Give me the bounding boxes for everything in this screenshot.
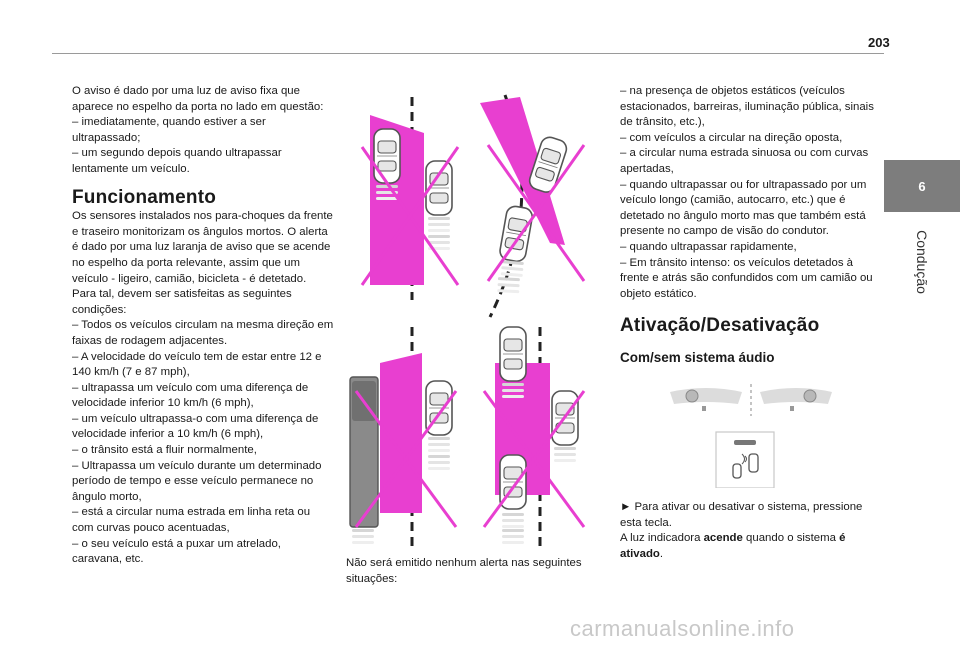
section-heading-funcionamento: Funcionamento xyxy=(72,186,217,208)
scenario-long-vehicle xyxy=(349,327,458,547)
indicator-bold-acende: acende xyxy=(703,532,743,545)
indicator-prefix: A luz indicadora xyxy=(620,532,704,545)
intro-item: – imediatamente, quando estiver a ser ul… xyxy=(72,116,266,144)
page-number: 203 xyxy=(868,35,890,50)
no-alert-situations-illustration xyxy=(349,94,586,547)
condition-item: – um veículo ultrapassa-o com uma difere… xyxy=(72,412,319,441)
dashboard-button-illustration xyxy=(670,384,832,488)
watermark: carmanualsonline.info xyxy=(570,616,795,641)
intro-item: – um segundo depois quando ultrapassar l… xyxy=(72,147,282,175)
chapter-tab[interactable]: 6 xyxy=(884,160,960,212)
indicator-text: A luz indicadora acende quando o sistema… xyxy=(620,531,882,562)
dashboard-left-icon xyxy=(670,388,742,411)
right-column: – na presença de objetos estáticos (veíc… xyxy=(620,84,882,366)
exception-item: – Em trânsito intenso: os veículos detet… xyxy=(620,256,873,300)
exception-item: – a circular numa estrada sinuosa ou com… xyxy=(620,147,869,175)
condition-item: – ultrapassa um veículo com uma diferenç… xyxy=(72,381,309,410)
exception-item: – na presença de objetos estáticos (veíc… xyxy=(620,85,874,129)
exception-item: – com veículos a circular na direção opo… xyxy=(620,131,843,144)
activation-instructions: ► Para ativar ou desativar o sistema, pr… xyxy=(620,500,882,562)
paragraph: Para tal, devem ser satisfeitas as segui… xyxy=(72,288,292,316)
subheading-audio: Com/sem sistema áudio xyxy=(620,349,775,365)
chapter-title-vertical: Condução xyxy=(884,212,960,312)
scenario-fast-overtaking xyxy=(482,326,586,547)
condition-item: – Todos os veículos circulam na mesma di… xyxy=(72,319,334,347)
blind-spot-button-icon xyxy=(715,431,775,488)
condition-item: – A velocidade do veículo tem de estar e… xyxy=(72,350,322,379)
indicator-suffix: . xyxy=(659,547,664,560)
top-divider xyxy=(52,53,884,54)
exception-item: – quando ultrapassar rapidamente, xyxy=(620,240,797,253)
exception-item: – quando ultrapassar ou for ultrapassado… xyxy=(620,178,867,238)
section-heading-ativacao: Ativação/Desativação xyxy=(620,315,820,337)
illustration-caption: Não será emitido nenhum alerta nas segui… xyxy=(346,557,582,585)
scenario-static-objects xyxy=(360,97,460,300)
chapter-title: Condução xyxy=(913,230,930,294)
dashboard-right-icon xyxy=(760,388,832,411)
indicator-bold-ativado: é ativado xyxy=(620,532,846,560)
intro-text: O aviso é dado por uma luz de aviso fixa… xyxy=(72,85,324,113)
chapter-number: 6 xyxy=(918,178,926,194)
indicator-mid: quando o sistema xyxy=(742,532,840,545)
condition-item: – o seu veículo está a puxar um atrelado… xyxy=(72,537,281,566)
condition-item: – está a circular numa estrada em linha … xyxy=(72,506,311,535)
condition-item: – Ultrapassa um veículo durante um deter… xyxy=(72,459,322,503)
instruction-text: ► Para ativar ou desativar o sistema, pr… xyxy=(620,501,863,529)
paragraph: Os sensores instalados nos para-choques … xyxy=(72,210,333,285)
condition-item: – o trânsito está a fluir normalmente, xyxy=(72,444,257,457)
left-column: O aviso é dado por uma luz de aviso fixa… xyxy=(72,84,334,568)
scenario-winding-road xyxy=(480,94,586,318)
